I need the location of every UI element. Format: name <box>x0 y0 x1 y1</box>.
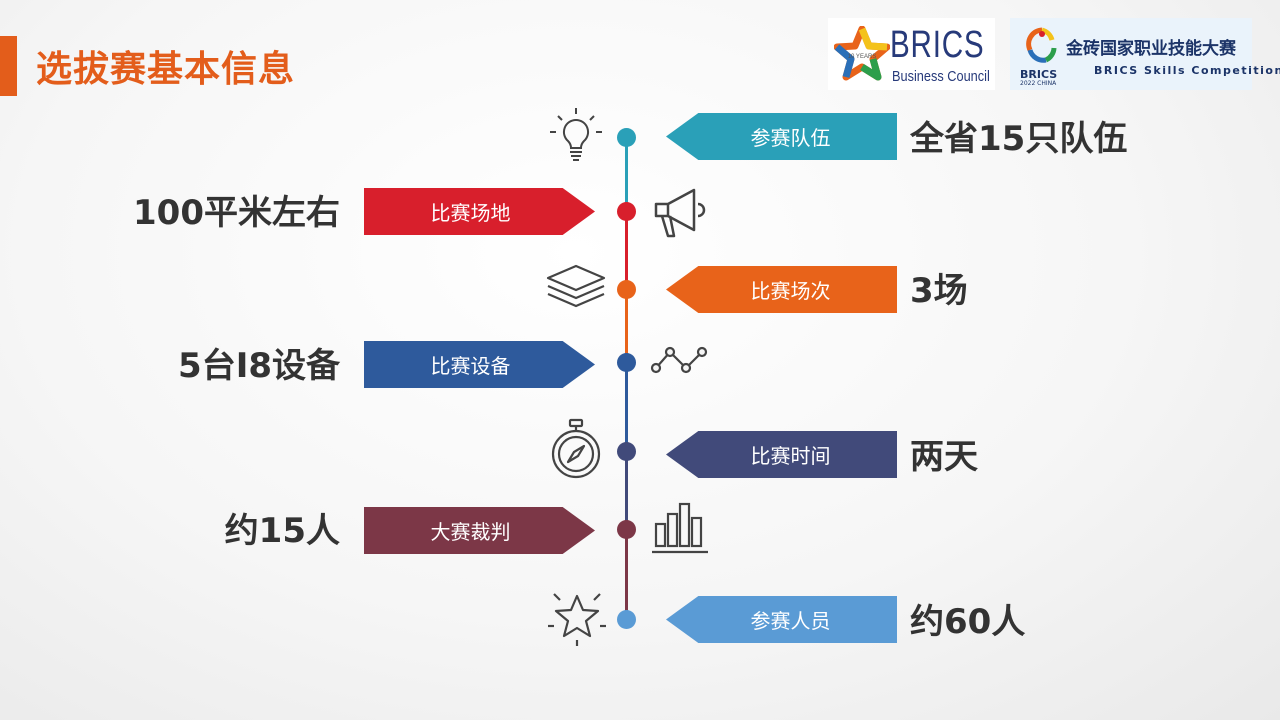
timeline-segment <box>625 451 628 529</box>
skills-logo-mark-icon <box>1026 27 1057 63</box>
timeline-dot <box>617 280 636 299</box>
value-venue: 100平米左右 <box>133 193 340 233</box>
value-judges: 约15人 <box>224 511 340 551</box>
timeline-dot <box>617 202 636 221</box>
compass-icon <box>551 418 601 479</box>
logo-brics-name: BRICS <box>890 24 985 66</box>
title-accent-bar <box>0 36 17 96</box>
timeline-segment <box>625 289 628 362</box>
bar-chart-icon <box>652 502 708 554</box>
logo-skills-year: 2022 CHINA <box>1020 80 1057 87</box>
star-logo-icon: 10 YEARS <box>834 26 890 81</box>
value-sessions: 3场 <box>910 271 968 311</box>
star-icon <box>548 593 606 646</box>
timeline-segment <box>625 529 628 619</box>
brics-skills-competition-logo: 金砖国家职业技能大赛 BRICS 2022 CHINA BRICS Skills… <box>1010 18 1280 90</box>
logo-badge-text: 10 YEARS <box>848 54 877 60</box>
layers-icon <box>546 264 606 308</box>
timeline-dot <box>617 353 636 372</box>
brics-business-council-logo: 10 YEARS BRICS Business Council <box>828 18 995 90</box>
lightbulb-icon <box>550 108 602 161</box>
logo-skills-brics: BRICS <box>1020 68 1058 81</box>
value-duration: 两天 <box>910 437 978 477</box>
line-chart-icon <box>650 346 708 374</box>
label-judges: 大赛裁判 <box>364 507 595 554</box>
timeline-segment <box>625 137 628 211</box>
value-participants: 约60人 <box>910 602 1026 642</box>
timeline-dot <box>617 442 636 461</box>
timeline-dot <box>617 520 636 539</box>
timeline-dot <box>617 128 636 147</box>
label-venue: 比赛场地 <box>364 188 595 235</box>
label-sessions: 比赛场次 <box>666 266 897 313</box>
timeline-dot <box>617 610 636 629</box>
label-participants: 参赛人员 <box>666 596 897 643</box>
label-duration: 比赛时间 <box>666 431 897 478</box>
logo-skills-cn: 金砖国家职业技能大赛 <box>1066 39 1236 59</box>
label-equipment: 比赛设备 <box>364 341 595 388</box>
value-team: 全省15只队伍 <box>910 119 1128 159</box>
timeline-segment <box>625 362 628 451</box>
label-team: 参赛队伍 <box>666 113 897 160</box>
logo-brics-subtitle: Business Council <box>892 68 990 85</box>
megaphone-icon <box>654 188 706 238</box>
timeline-segment <box>625 211 628 289</box>
page-title: 选拔赛基本信息 <box>36 49 296 90</box>
value-equipment: 5台I8设备 <box>178 346 340 386</box>
logo-skills-en: BRICS Skills Competition <box>1094 64 1280 77</box>
